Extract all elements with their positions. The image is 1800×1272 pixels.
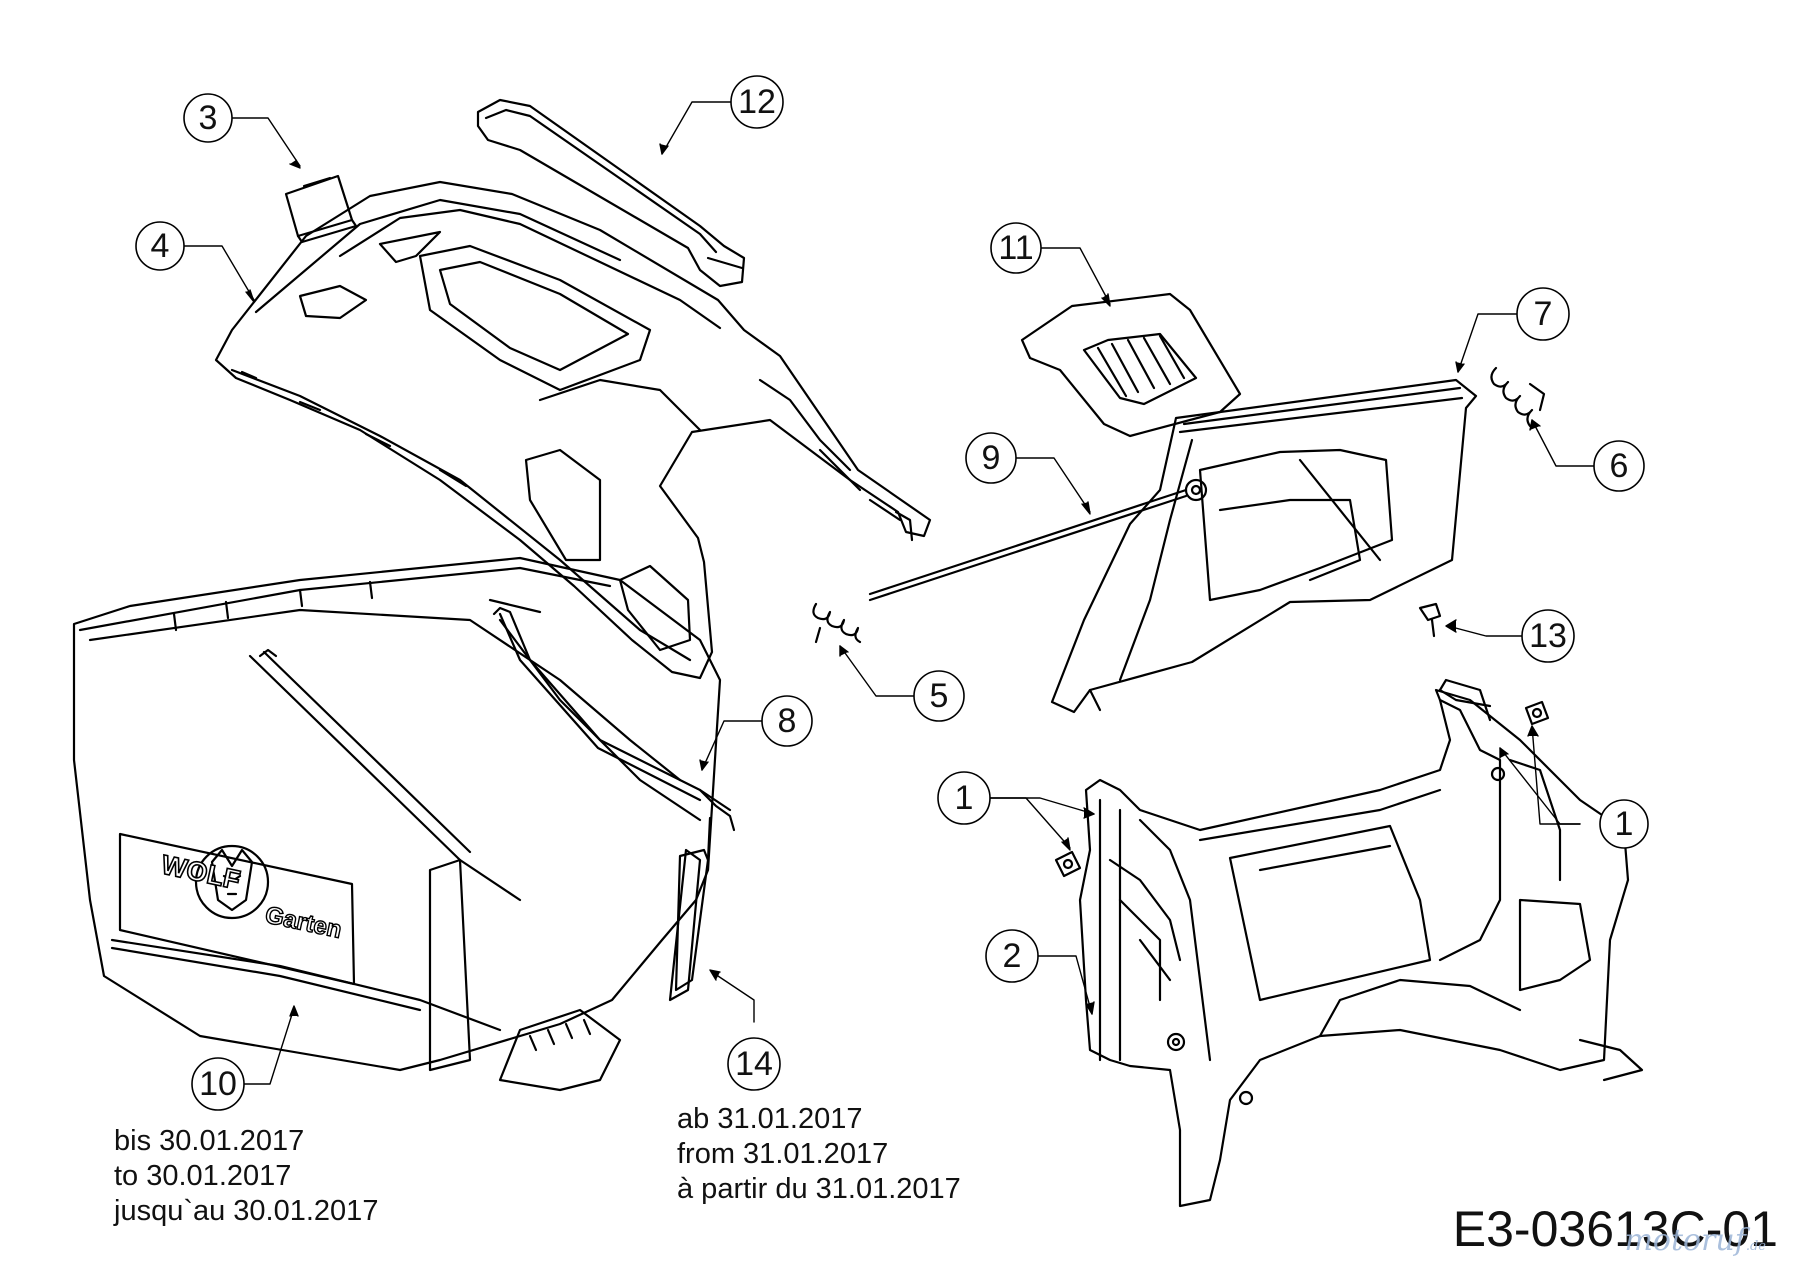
callout-1-right: 1 xyxy=(1615,805,1634,843)
callout-14: 14 xyxy=(735,1045,773,1083)
leader-lines xyxy=(183,101,1595,1085)
callout-2: 2 xyxy=(1003,937,1022,975)
callout-3: 3 xyxy=(199,99,218,137)
callout-7: 7 xyxy=(1534,295,1553,333)
validity-note-after: ab 31.01.2017 from 31.01.2017 à partir d… xyxy=(677,1102,961,1207)
callout-1-left: 1 xyxy=(955,779,974,817)
callout-5: 5 xyxy=(930,677,949,715)
drawing-code: E3-03613C-01 xyxy=(1452,1201,1778,1257)
bag-frame-part xyxy=(258,606,736,862)
brand-garten-text: Garten xyxy=(263,901,344,943)
callout-10: 10 xyxy=(199,1065,237,1103)
callout-12: 12 xyxy=(738,83,776,121)
callout-13: 13 xyxy=(1529,617,1567,655)
watermark-suffix: .de xyxy=(1745,1239,1766,1254)
callout-6: 6 xyxy=(1610,447,1629,485)
bag-flap-part xyxy=(674,848,710,992)
wolf-face-logo xyxy=(194,844,270,920)
note-before-en: to 30.01.2017 xyxy=(114,1160,292,1192)
callout-labels: 3 4 12 11 7 6 9 13 5 8 1 1 2 10 14 xyxy=(151,83,1634,1103)
lower-chassis-part xyxy=(1078,678,1644,1208)
brand-wolf-text: WOLF xyxy=(159,850,243,896)
spring-left-part xyxy=(812,602,862,644)
note-before-de: bis 30.01.2017 xyxy=(114,1125,305,1157)
callout-8: 8 xyxy=(778,702,797,740)
small-cover-part xyxy=(284,174,358,244)
rear-flap-part xyxy=(1050,378,1478,714)
upper-housing-part xyxy=(214,180,932,680)
note-after-en: from 31.01.2017 xyxy=(677,1138,889,1170)
watermark: motoruf.de xyxy=(1624,1223,1766,1258)
nut-left-part xyxy=(1054,850,1082,878)
note-after-de: ab 31.01.2017 xyxy=(677,1103,863,1135)
callout-9: 9 xyxy=(982,439,1001,477)
carry-handle-part xyxy=(476,98,746,288)
watermark-main: motoruf xyxy=(1624,1223,1746,1258)
note-before-fr: jusqu`au 30.01.2017 xyxy=(114,1195,379,1227)
callout-11: 11 xyxy=(998,229,1033,267)
nut-right-part xyxy=(1524,700,1550,726)
note-after-fr: à partir du 31.01.2017 xyxy=(677,1173,961,1205)
grass-bag-part xyxy=(72,556,722,1092)
validity-note-before: bis 30.01.2017 to 30.01.2017 jusqu`au 30… xyxy=(114,1124,378,1229)
spring-right-part xyxy=(1490,366,1546,428)
callout-circles xyxy=(135,75,1649,1111)
screw-part xyxy=(1418,602,1442,638)
callout-4: 4 xyxy=(151,227,170,265)
rod-part xyxy=(868,488,1188,602)
